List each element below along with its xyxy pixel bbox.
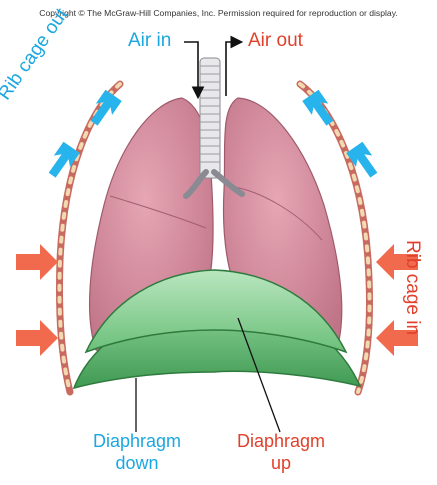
diaphragm-up-line1: Diaphragm: [226, 430, 336, 452]
air-in-label: Air in: [128, 30, 171, 52]
diaphragm-down-label: Diaphragm down: [82, 430, 192, 474]
diaphragm-down-line1: Diaphragm: [82, 430, 192, 452]
rib-cage-in-label: Rib cage in: [401, 240, 423, 335]
diaphragm-up-line2: up: [226, 452, 336, 474]
diaphragm-down-line2: down: [82, 452, 192, 474]
diaphragm-up-label: Diaphragm up: [226, 430, 336, 474]
air-out-label: Air out: [248, 30, 303, 52]
